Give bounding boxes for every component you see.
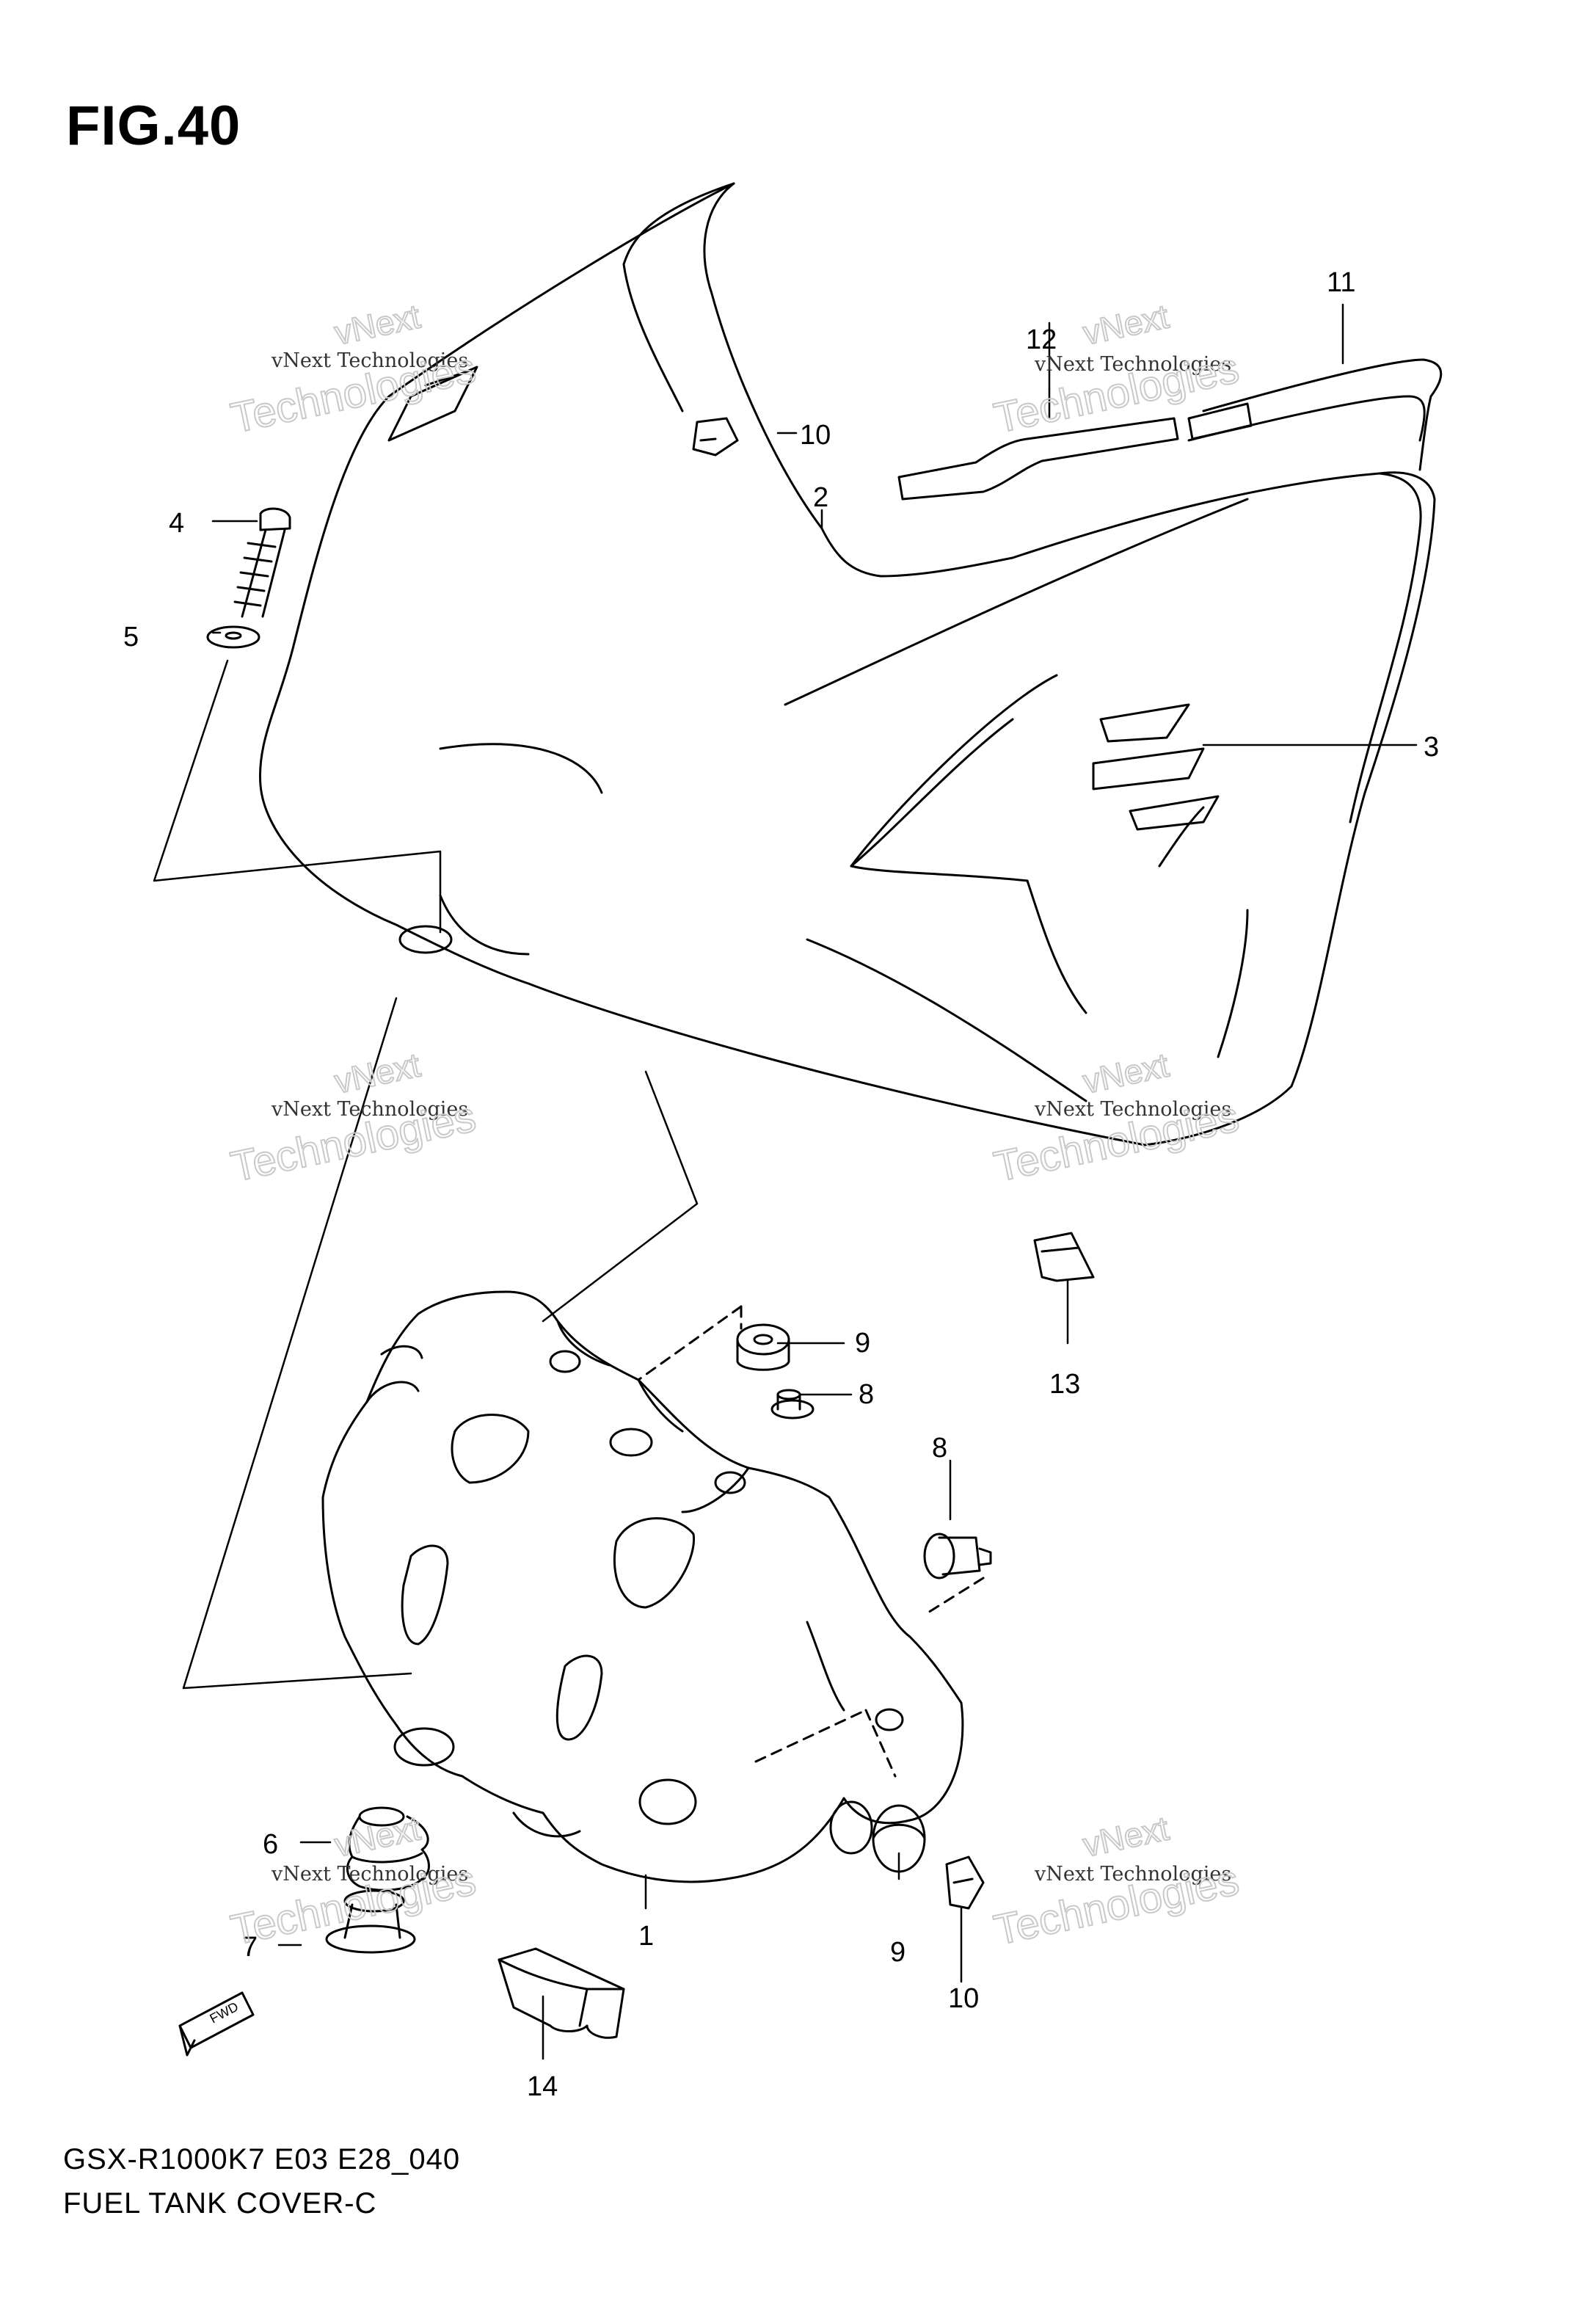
part-name: FUEL TANK COVER-C xyxy=(63,2187,377,2220)
watermark-vnext: vNext xyxy=(1079,297,1172,352)
watermark-top-right: vNext vNext Technologies Technologies xyxy=(989,296,1244,443)
callout-3: 3 xyxy=(1424,732,1439,763)
leader-lines xyxy=(211,303,1418,2060)
watermark-vnext: vNext xyxy=(331,1808,423,1864)
bolt-part-4 xyxy=(233,507,291,618)
cushion-part-14 xyxy=(498,1947,625,2039)
watermark-vnext-technologies: vNext Technologies xyxy=(271,1863,468,1886)
clip-nut-part-10-top xyxy=(692,417,739,457)
watermark-mid-right: vNext vNext Technologies Technologies xyxy=(989,1044,1244,1191)
watermark-vnext: vNext xyxy=(331,297,423,352)
watermark-vnext: vNext xyxy=(1079,1045,1172,1100)
watermark-vnext: vNext xyxy=(331,1045,423,1100)
callout-10-bottom: 10 xyxy=(948,1983,979,2014)
model-code: GSX-R1000K7 E03 E28_040 xyxy=(63,2143,461,2175)
clip-nut-part-10-bottom xyxy=(945,1855,985,1910)
callout-13: 13 xyxy=(1049,1369,1080,1400)
grommet-part-9-bottom xyxy=(829,1800,926,1873)
watermark-vnext-technologies: vNext Technologies xyxy=(271,1098,468,1121)
watermark-vnext: vNext xyxy=(1079,1808,1172,1864)
watermark-top-left: vNext vNext Technologies Technologies xyxy=(226,296,481,443)
emblem-part-3 xyxy=(1092,703,1220,831)
tag-part-13 xyxy=(1033,1232,1095,1282)
collar-part-7 xyxy=(325,1889,416,1954)
damper-part-6 xyxy=(346,1806,430,1891)
callout-1: 1 xyxy=(638,1921,654,1952)
fwd-arrow-icon xyxy=(178,1991,255,2057)
collar-part-8-right xyxy=(923,1533,992,1579)
watermark-vnext-technologies: vNext Technologies xyxy=(271,349,468,372)
watermark-bottom-right: vNext vNext Technologies Technologies xyxy=(989,1808,1244,1955)
bracket-part-1 xyxy=(321,1290,985,1883)
tank-cover-part-2 xyxy=(258,182,1436,1146)
watermark-vnext-technologies: vNext Technologies xyxy=(1034,1098,1231,1121)
callout-4: 4 xyxy=(169,508,184,539)
callout-12: 12 xyxy=(1026,324,1057,355)
callout-8-top: 8 xyxy=(859,1379,874,1410)
grommet-part-9-top xyxy=(736,1323,790,1371)
callout-labels: 1 2 3 4 5 6 7 8 8 9 9 10 10 11 12 13 14 xyxy=(123,267,1439,2102)
washer-part-5 xyxy=(206,625,260,649)
callout-9-top: 9 xyxy=(855,1328,870,1359)
callout-7: 7 xyxy=(242,1932,258,1963)
callout-2: 2 xyxy=(813,482,828,513)
assembly-projection-lines xyxy=(153,659,699,1690)
callout-11: 11 xyxy=(1327,267,1355,298)
callout-9-bottom: 9 xyxy=(890,1937,906,1968)
collar-part-8-top xyxy=(770,1389,815,1419)
decal-strip-part-12 xyxy=(897,417,1179,501)
figure-title: FIG.40 xyxy=(66,95,241,157)
callout-10-top: 10 xyxy=(800,420,831,451)
decal-strip-part-11 xyxy=(1187,358,1443,471)
watermark-vnext-technologies: vNext Technologies xyxy=(1034,1863,1231,1886)
watermark-vnext-technologies: vNext Technologies xyxy=(1034,353,1231,376)
callout-6: 6 xyxy=(263,1829,278,1860)
watermark-mid-left: vNext vNext Technologies Technologies xyxy=(226,1044,481,1191)
callout-8-right: 8 xyxy=(932,1433,947,1464)
callout-14: 14 xyxy=(527,2071,558,2102)
callout-5: 5 xyxy=(123,622,139,652)
